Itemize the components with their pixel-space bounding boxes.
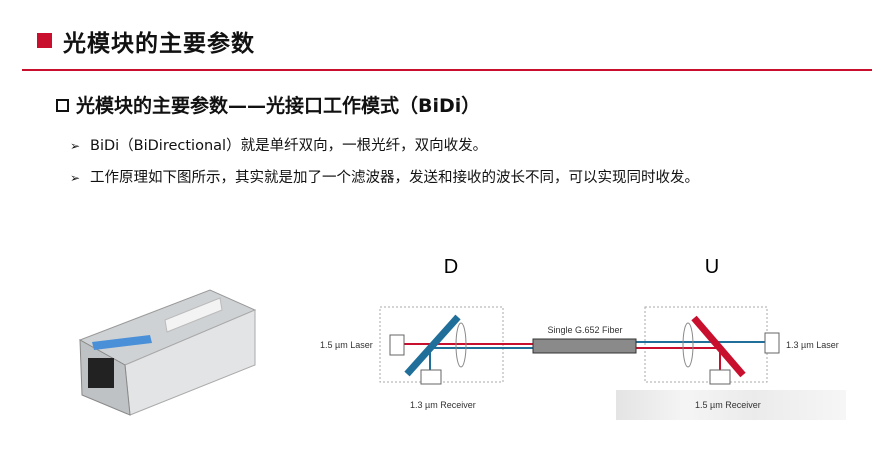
left-receiver-label: 1.3 µm Receiver (410, 400, 476, 410)
receiver-device-icon (709, 369, 731, 385)
filter-mirror-u (691, 315, 746, 378)
arrow-bullet-icon: ➢ (70, 139, 81, 153)
title-marker (37, 33, 52, 48)
arrow-bullet-icon: ➢ (70, 171, 81, 185)
filter-mirror-d (404, 314, 461, 377)
direction-label-d: D (444, 256, 458, 278)
right-laser-label: 1.3 µm Laser (786, 340, 839, 350)
sfp-module-image (78, 289, 257, 416)
section-subtitle: 光模块的主要参数——光接口工作模式（BiDi） (76, 95, 481, 117)
bullet-text: 工作原理如下图所示，其实就是加了一个滤波器，发送和接收的波长不同，可以实现同时收… (90, 170, 699, 186)
fiber-label: Single G.652 Fiber (547, 325, 622, 335)
receiver-device-icon (420, 369, 442, 385)
laser-device-icon (389, 334, 405, 356)
bidi-diagram: D U Single G.652 Fiber 1.5 µm Laser 1.3 … (320, 256, 839, 410)
fiber-cable (532, 338, 637, 354)
watermark-blur (616, 390, 846, 420)
laser-device-icon (764, 332, 780, 354)
bullet-item: ➢ 工作原理如下图所示，其实就是加了一个滤波器，发送和接收的波长不同，可以实现同时… (70, 166, 699, 187)
left-laser-label: 1.5 µm Laser (320, 340, 373, 350)
subtitle-bullet-icon (56, 99, 69, 112)
bullet-text: BiDi（BiDirectional）就是单纤双向，一根光纤，双向收发。 (90, 138, 488, 154)
title-divider (22, 69, 872, 71)
lens-icon (455, 322, 467, 368)
transceiver-box-u (644, 306, 768, 383)
direction-label-u: U (705, 256, 719, 278)
page-title: 光模块的主要参数 (63, 31, 255, 57)
lens-icon (682, 322, 694, 368)
bullet-item: ➢ BiDi（BiDirectional）就是单纤双向，一根光纤，双向收发。 (70, 134, 487, 155)
right-receiver-label: 1.5 µm Receiver (695, 400, 761, 410)
